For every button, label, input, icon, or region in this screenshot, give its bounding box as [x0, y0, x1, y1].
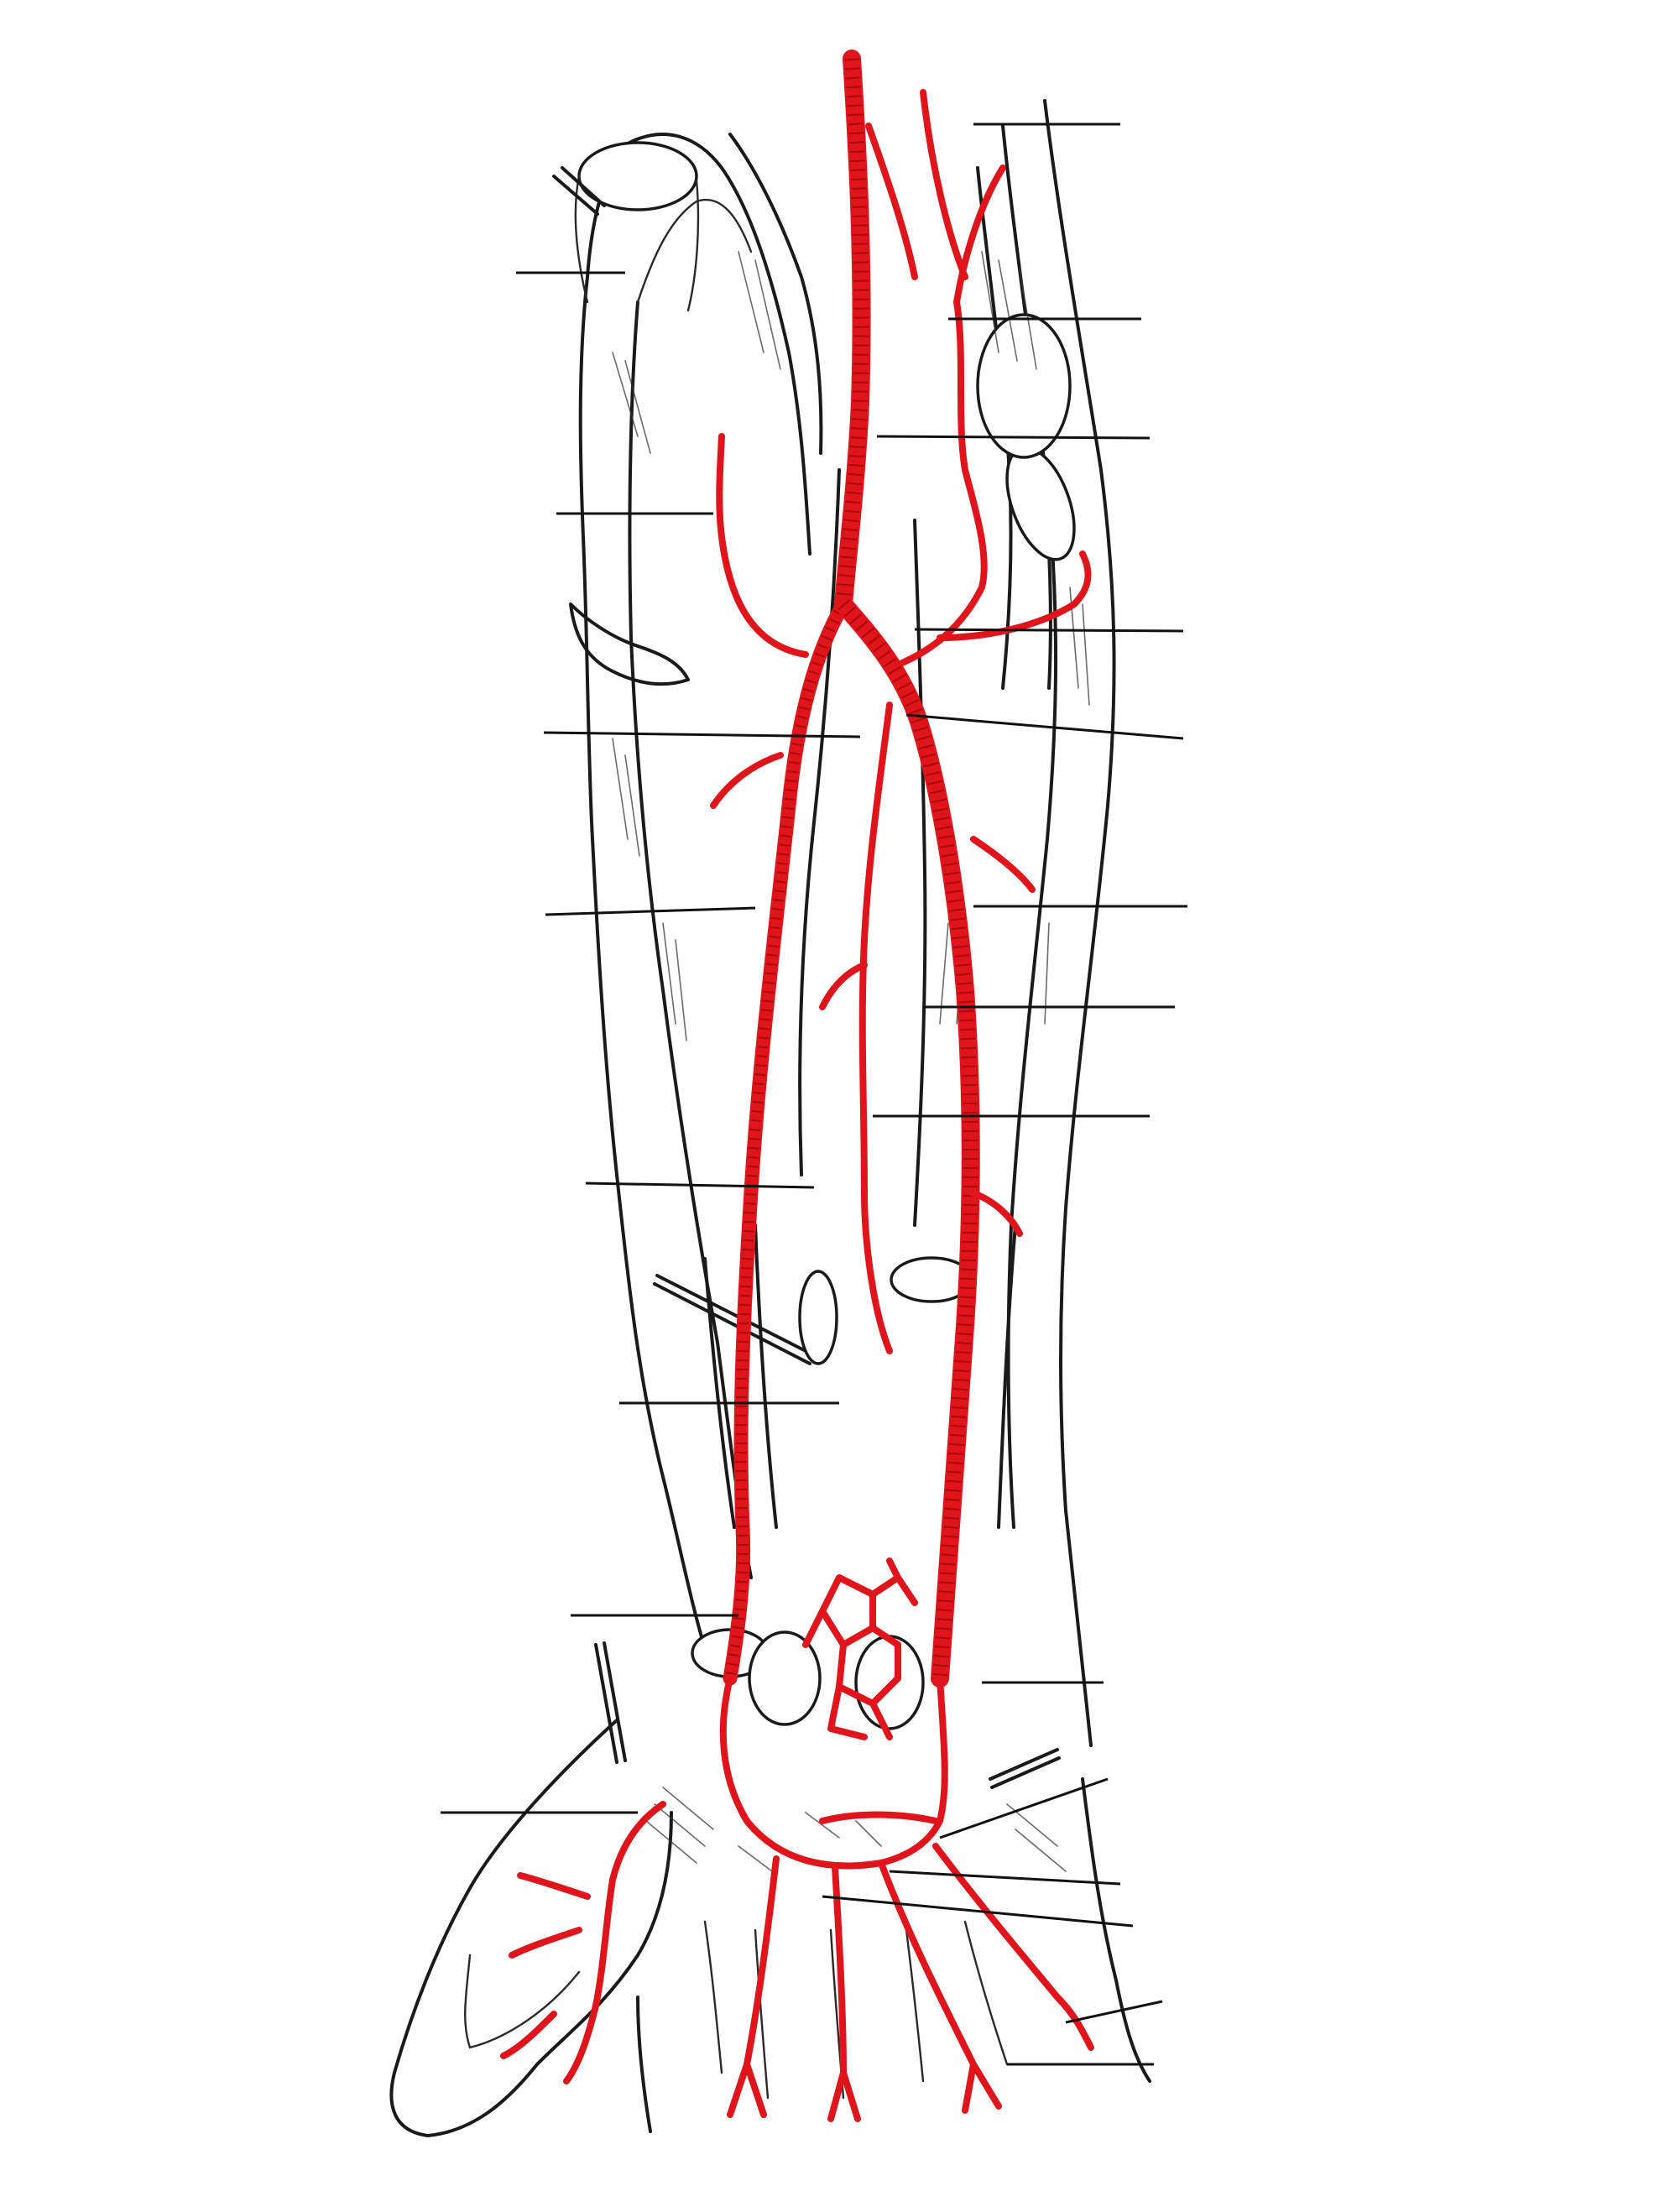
leader-line-right-11: [890, 1871, 1120, 1884]
leader-line-right-5: [906, 715, 1183, 738]
leader-line-left-5: [586, 1183, 814, 1187]
muscular-branch-ulnar-1: [973, 839, 1032, 889]
muscular-branch-interosseous: [822, 965, 864, 1007]
anterior-interosseous-artery: [863, 705, 890, 1351]
leader-line-right-10: [940, 1779, 1108, 1838]
recurrent-branch-right: [940, 554, 1088, 638]
radial-recurrent-artery: [719, 436, 806, 655]
retractor-probe-right: [990, 1750, 1059, 1787]
retractor-probe-wrist: [596, 1643, 625, 1762]
brachial-artery: [843, 59, 862, 604]
leader-line-left-3: [544, 733, 860, 737]
forearm-left-contour: [581, 277, 709, 1662]
ulnar-recurrent-artery: [902, 302, 984, 663]
princeps-pollicis-artery: [566, 1804, 663, 2081]
digital-fork-2: [831, 2073, 858, 2119]
leader-line-right-3: [877, 436, 1150, 438]
thumb-inner: [465, 1955, 579, 2048]
tendon-stump-wrist-center: [749, 1632, 820, 1724]
muscular-branch-radial-1: [713, 755, 780, 806]
digital-fork-1: [730, 2064, 764, 2115]
forearm-line-art: [391, 101, 1150, 2136]
thumb-outline: [391, 1720, 671, 2136]
leader-line-right-4: [915, 629, 1183, 631]
digital-fork-3: [965, 2064, 999, 2110]
common-palmar-digital-artery-3: [881, 1863, 973, 2064]
palm-lower-contour: [638, 1779, 1150, 2131]
leader-line-right-13: [1066, 2001, 1162, 2022]
retractor-probe-mid: [655, 1276, 814, 1364]
collateral-branch-upper: [869, 126, 915, 277]
forearm-left-inner-contour: [629, 302, 751, 1578]
leader-line-left-4: [545, 908, 755, 915]
deep-branch-ulnar: [822, 1815, 936, 1822]
tendon-stump-mid-center: [800, 1271, 837, 1364]
proximal-muscle-left-edge: [638, 200, 751, 302]
common-palmar-digital-artery-1: [747, 1859, 776, 2064]
